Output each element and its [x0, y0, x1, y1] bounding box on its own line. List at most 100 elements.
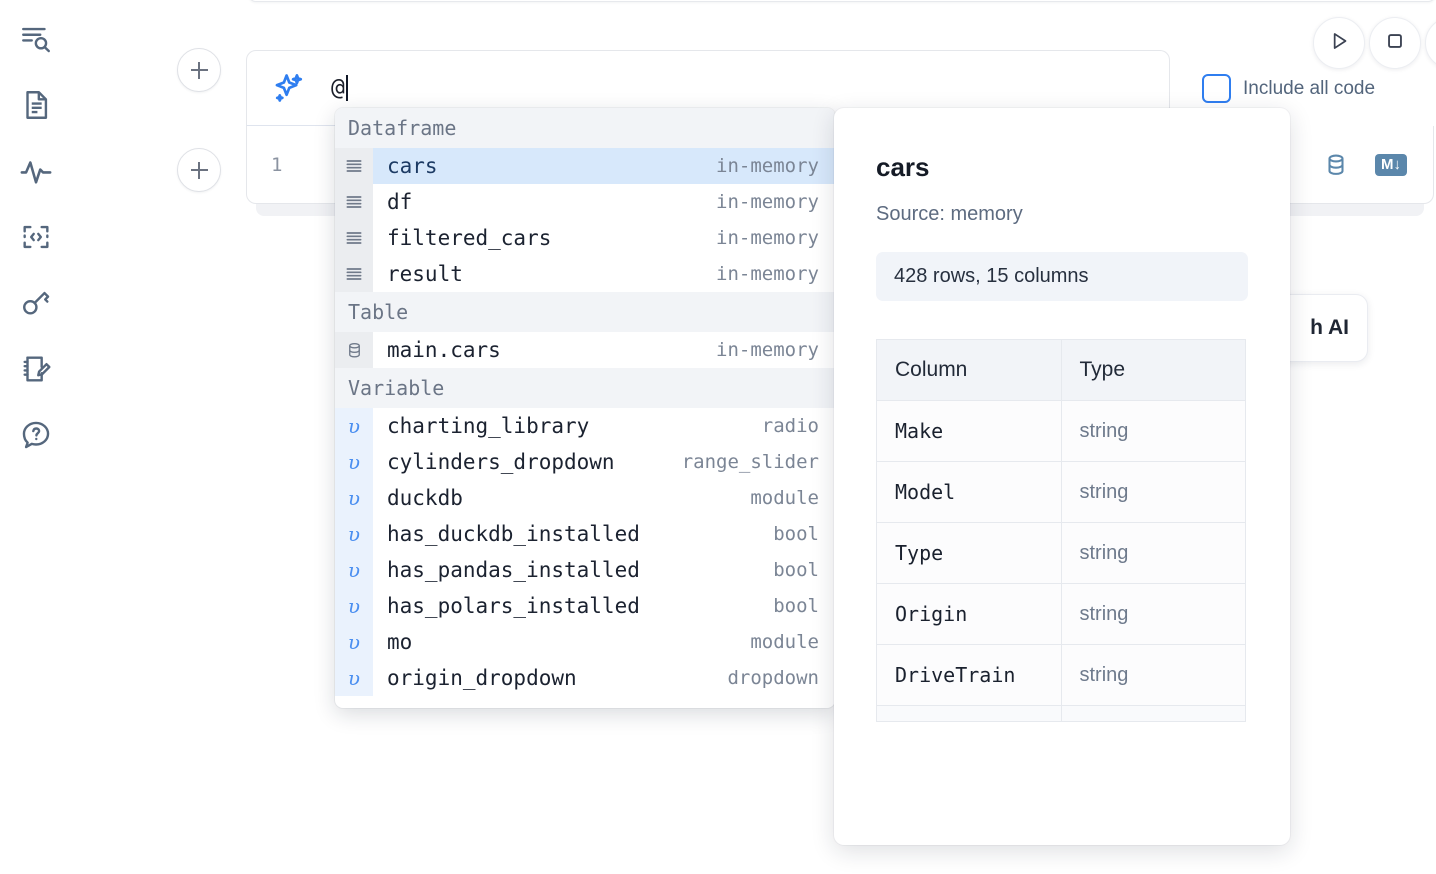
variable-upsilon-icon: υ: [335, 444, 373, 480]
play-icon: [1326, 28, 1352, 59]
run-button[interactable]: [1313, 17, 1365, 69]
document-icon: [19, 88, 53, 122]
autocomplete-item-meta: bool: [773, 595, 819, 617]
autocomplete-item-name: has_pandas_installed: [387, 558, 640, 582]
sidebar-item-notebook[interactable]: [13, 82, 59, 128]
more-actions-button[interactable]: [1425, 17, 1436, 69]
database-icon[interactable]: [1323, 152, 1349, 178]
sidebar-item-snippets[interactable]: [13, 214, 59, 260]
autocomplete-item-meta: in-memory: [716, 227, 819, 249]
dataframe-preview-panel: cars Source: memory 428 rows, 15 columns…: [834, 108, 1290, 845]
notepad-edit-icon: [19, 352, 53, 386]
autocomplete-item-meta: bool: [773, 559, 819, 581]
autocomplete-item-name: cars: [373, 148, 717, 184]
autocomplete-item-meta: in-memory: [716, 148, 835, 184]
square-stop-icon: [1382, 28, 1408, 59]
variable-upsilon-icon: υ: [335, 624, 373, 660]
autocomplete-item-meta: in-memory: [716, 339, 819, 361]
plus-icon: [198, 161, 200, 179]
schema-column-type-partial: [1060, 705, 1246, 722]
previous-cell-edge: [248, 0, 1436, 2]
schema-header-column: Column: [876, 339, 1062, 401]
ai-prompt-input[interactable]: @: [331, 75, 348, 101]
autocomplete-item-meta: module: [750, 631, 819, 653]
ai-prompt-value: @: [331, 75, 345, 101]
autocomplete-item-name: filtered_cars: [387, 226, 552, 250]
dataframe-shape: 428 rows, 15 columns: [876, 252, 1248, 301]
dataframe-lines-icon: [335, 256, 373, 292]
plus-icon: [198, 61, 200, 79]
autocomplete-item-meta: range_slider: [681, 451, 819, 473]
autocomplete-item-name: has_polars_installed: [387, 594, 640, 618]
schema-column-type: string: [1060, 644, 1246, 706]
help-chat-icon: [19, 418, 53, 452]
autocomplete-item-meta: bool: [773, 523, 819, 545]
variable-upsilon-icon: υ: [335, 588, 373, 624]
autocomplete-item[interactable]: main.cars in-memory: [335, 332, 835, 368]
schema-column-name: Origin: [876, 583, 1062, 645]
include-all-code-row[interactable]: Include all code: [1202, 74, 1375, 103]
sidebar-item-explore[interactable]: [13, 16, 59, 62]
include-all-code-checkbox[interactable]: [1202, 74, 1231, 103]
autocomplete-item[interactable]: υ has_polars_installed bool: [335, 588, 835, 624]
autocomplete-item-name: main.cars: [387, 338, 501, 362]
autocomplete-item[interactable]: υ cylinders_dropdown range_slider: [335, 444, 835, 480]
schema-column-type: string: [1060, 400, 1246, 462]
include-all-code-label: Include all code: [1243, 77, 1376, 99]
variable-upsilon-icon: υ: [335, 408, 373, 444]
autocomplete-item-meta: dropdown: [727, 667, 819, 689]
activity-icon: [19, 154, 53, 188]
line-number: 1: [271, 154, 283, 176]
outline-search-icon: [19, 22, 53, 56]
add-cell-above-button[interactable]: [177, 48, 221, 92]
sidebar-item-scratchpad[interactable]: [13, 346, 59, 392]
add-cell-below-button[interactable]: [177, 148, 221, 192]
markdown-icon[interactable]: M↓: [1375, 154, 1407, 176]
sidebar-item-secrets[interactable]: [13, 280, 59, 326]
sidebar-item-help[interactable]: [13, 412, 59, 458]
autocomplete-item[interactable]: filtered_cars in-memory: [335, 220, 835, 256]
schema-column-type: string: [1060, 583, 1246, 645]
sparkle-icon: [271, 71, 305, 105]
schema-header-row: Column Type: [876, 339, 1246, 401]
schema-column-type: string: [1060, 522, 1246, 584]
autocomplete-item-name: mo: [387, 630, 413, 654]
variable-upsilon-icon: υ: [335, 480, 373, 516]
dataframe-title: cars: [876, 152, 930, 182]
autocomplete-item-name: origin_dropdown: [387, 666, 577, 690]
schema-row-partial: [876, 705, 1246, 722]
text-caret: [345, 75, 348, 101]
code-embed-icon: [19, 220, 53, 254]
variable-upsilon-icon: υ: [335, 660, 373, 696]
dataframe-lines-icon: [335, 220, 373, 256]
schema-column-name-partial: [876, 705, 1062, 722]
autocomplete-item-meta: in-memory: [716, 191, 819, 213]
schema-column-type: string: [1060, 461, 1246, 523]
autocomplete-item[interactable]: υ origin_dropdown dropdown: [335, 660, 835, 696]
schema-column-name: DriveTrain: [876, 644, 1062, 706]
dataframe-lines-icon: [335, 148, 373, 184]
autocomplete-item-name: cylinders_dropdown: [387, 450, 615, 474]
variable-upsilon-icon: υ: [335, 516, 373, 552]
stop-button[interactable]: [1369, 17, 1421, 69]
autocomplete-item-name: result: [387, 262, 463, 286]
autocomplete-item-name: charting_library: [387, 414, 590, 438]
schema-column-name: Type: [876, 522, 1062, 584]
autocomplete-item-meta: module: [750, 487, 819, 509]
sidebar-item-variables[interactable]: [13, 148, 59, 194]
